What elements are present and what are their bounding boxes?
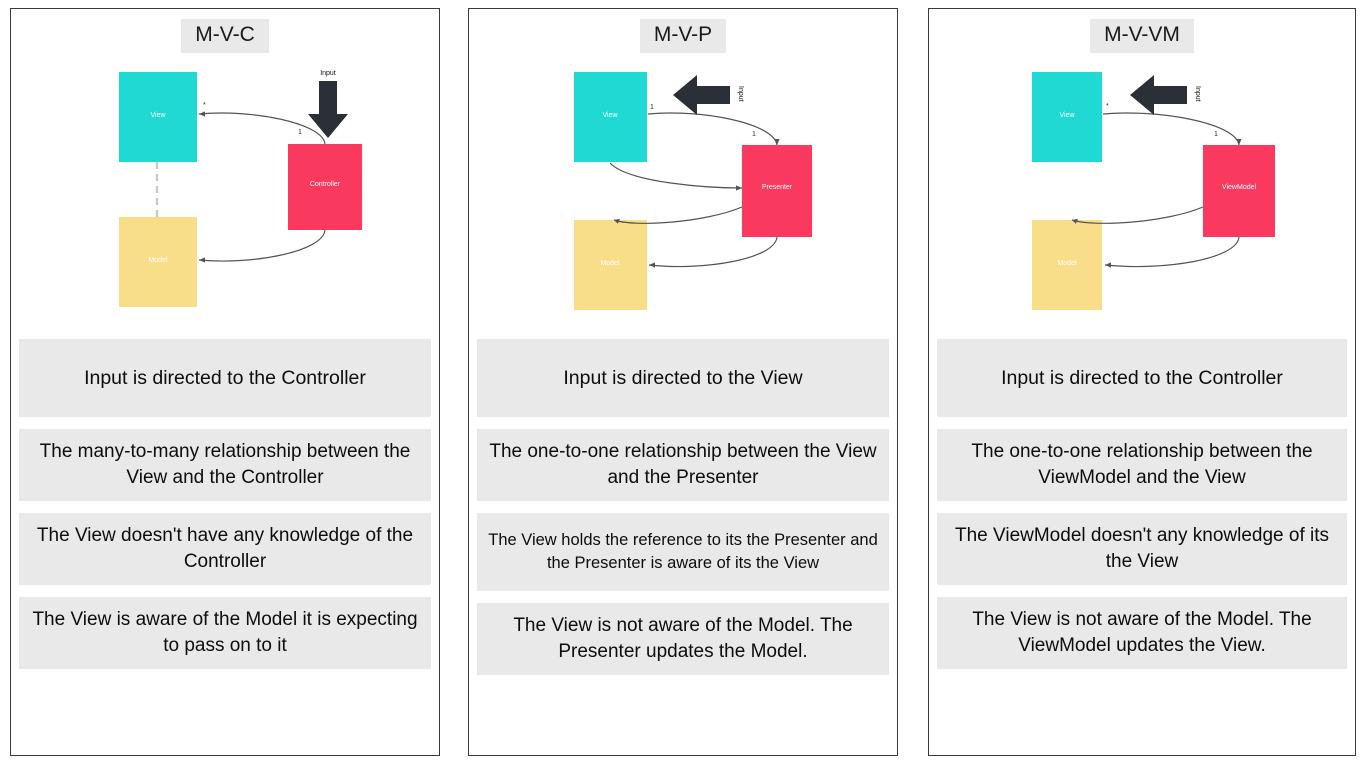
connector-presenter-to-model [648, 236, 778, 268]
diagram-mvp: View Model Presenter [469, 57, 897, 319]
fact-text: The one-to-one relationship between the … [971, 441, 1313, 488]
connector-controller-to-model [198, 229, 326, 262]
diagram-mvc: View Model Controller * 1 [11, 57, 439, 319]
fact-item: Input is directed to the Controller [19, 339, 431, 417]
fact-text: The View doesn't have any knowledge of t… [36, 525, 414, 572]
input-arrow-label: Input [1194, 86, 1201, 102]
multiplicity-view-side: * [1106, 103, 1109, 110]
input-arrow-icon [1130, 75, 1187, 115]
fact-text: The one-to-one relationship between the … [489, 441, 877, 488]
fact-item: The many-to-many relationship between th… [19, 429, 431, 501]
panel-mvp-title-wrap: M-V-P [469, 19, 897, 53]
fact-item: The one-to-one relationship between the … [477, 429, 889, 501]
page-title: M-V-C [181, 19, 269, 53]
node-view-box [119, 72, 197, 162]
connector-presenter-to-view [613, 206, 743, 224]
node-controller-label: Presenter [762, 184, 793, 191]
arrowhead-controller-to-view [199, 111, 205, 117]
input-arrow-label: Input [737, 86, 744, 102]
node-model-label: Model [1057, 260, 1077, 267]
arrowhead-viewmodel-to-model [1105, 262, 1111, 268]
facts-list-mvp: Input is directed to the View The one-to… [477, 339, 889, 687]
connector-view-to-presenter [647, 112, 778, 146]
node-model-label: Model [148, 257, 168, 264]
arrowhead-view-to-presenter [774, 139, 780, 145]
arrowhead-viewmodel-to-view [1072, 218, 1078, 224]
panel-mvp: M-V-P View Model Presenter [468, 8, 898, 756]
input-arrow-label: Input [320, 70, 336, 77]
panel-mvvm: M-V-VM View Model ViewModel [928, 8, 1356, 756]
panel-mvc: M-V-C View Model Controller [10, 8, 440, 756]
facts-list-mvvm: Input is directed to the Controller The … [937, 339, 1347, 681]
fact-item: The View holds the reference to its the … [477, 513, 889, 591]
fact-text: Input is directed to the View [563, 367, 803, 389]
node-view-box [1032, 72, 1102, 162]
fact-item: The View is not aware of the Model. The … [477, 603, 889, 675]
fact-item: The View is not aware of the Model. The … [937, 597, 1347, 669]
arrowhead-presenter-to-model [649, 262, 655, 268]
node-controller-box [288, 144, 362, 230]
facts-list-mvc: Input is directed to the Controller The … [19, 339, 431, 681]
fact-text: Input is directed to the Controller [84, 367, 366, 389]
arrowhead-presenter-to-view [614, 218, 620, 224]
node-model-box [574, 220, 647, 310]
node-model-label: Model [600, 260, 620, 267]
arrowhead-controller-to-model [199, 257, 205, 263]
multiplicity-controller-side: 1 [298, 129, 302, 136]
panel-mvvm-title-wrap: M-V-VM [929, 19, 1355, 53]
fact-item: The View doesn't have any knowledge of t… [19, 513, 431, 585]
node-view-label: View [602, 112, 618, 119]
connector-view-to-presenter-side [609, 162, 743, 189]
diagram-mvvm: View Model ViewModel * 1 [929, 57, 1355, 319]
node-controller-box [742, 145, 812, 237]
fact-item: Input is directed to the Controller [937, 339, 1347, 417]
arrowhead-view-to-presenter-side [736, 185, 742, 191]
multiplicity-controller-side: 1 [752, 131, 756, 138]
fact-text: The many-to-many relationship between th… [39, 441, 411, 488]
arrowhead-view-to-viewmodel [1236, 139, 1242, 145]
page-title: M-V-P [639, 19, 727, 53]
fact-item: The one-to-one relationship between the … [937, 429, 1347, 501]
connector-viewmodel-to-model [1104, 236, 1240, 268]
input-arrow-icon [673, 75, 730, 115]
connector-view-to-viewmodel [1102, 112, 1240, 146]
input-arrow-icon [308, 81, 348, 138]
fact-text: The View holds the reference to its the … [488, 531, 878, 572]
fact-text: The View is not aware of the Model. The … [513, 615, 853, 662]
connector-controller-to-view [198, 112, 326, 145]
node-controller-box [1203, 145, 1275, 237]
multiplicity-view-side: 1 [650, 104, 654, 111]
fact-text: The View is not aware of the Model. The … [972, 609, 1312, 656]
node-model-box [119, 217, 197, 307]
fact-text: Input is directed to the Controller [1001, 367, 1283, 389]
node-view-label: View [1059, 112, 1075, 119]
node-view-box [574, 72, 647, 162]
connector-viewmodel-to-view [1071, 206, 1204, 224]
fact-text: The ViewModel doesn't any knowledge of i… [955, 525, 1329, 572]
node-controller-label: Controller [310, 181, 341, 188]
node-model-box [1032, 220, 1102, 310]
fact-item: The View is aware of the Model it is exp… [19, 597, 431, 669]
multiplicity-controller-side: 1 [1214, 131, 1218, 138]
fact-text: The View is aware of the Model it is exp… [32, 609, 418, 656]
page-title: M-V-VM [1090, 19, 1194, 53]
panel-mvc-title-wrap: M-V-C [11, 19, 439, 53]
node-view-label: View [150, 112, 166, 119]
node-controller-label: ViewModel [1222, 184, 1257, 191]
fact-item: The ViewModel doesn't any knowledge of i… [937, 513, 1347, 585]
fact-item: Input is directed to the View [477, 339, 889, 417]
multiplicity-view-side: * [203, 102, 206, 109]
